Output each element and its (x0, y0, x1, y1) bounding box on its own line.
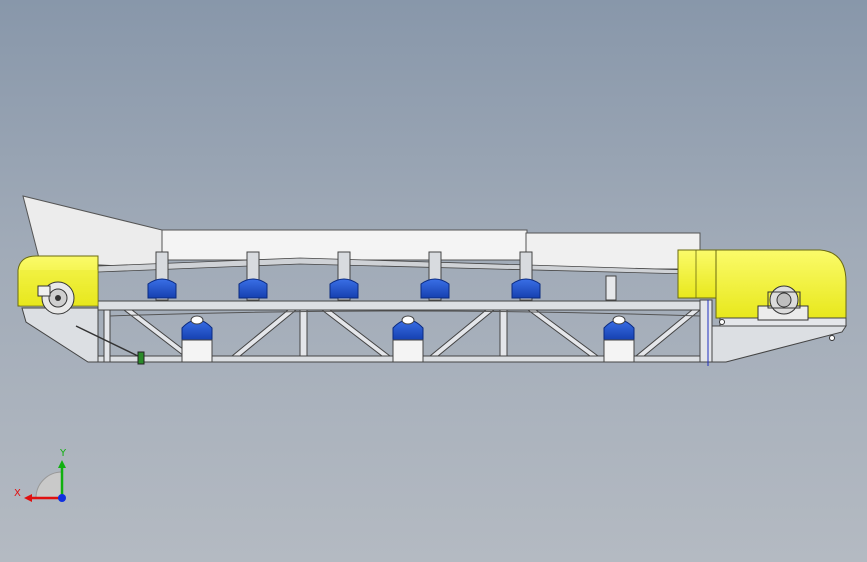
upper-idler (147, 251, 177, 301)
frame-top-chord (97, 300, 711, 311)
tail-pulley (37, 281, 75, 315)
coordinate-triad: X Y (14, 448, 67, 502)
lower-idler (603, 315, 635, 363)
tail-frame (21, 307, 99, 363)
y-axis-label: Y (59, 448, 67, 459)
lower-idler (181, 315, 213, 363)
x-axis-label: X (14, 488, 21, 499)
head-frame-bolt (719, 319, 725, 325)
take-up-anchor (137, 351, 145, 365)
upper-idler (238, 251, 268, 301)
head-frame (711, 325, 847, 363)
belt-return-side (109, 310, 701, 317)
support-post (605, 275, 617, 301)
upper-idler (511, 251, 541, 301)
head-pulley-bearing (757, 285, 809, 321)
z-axis-dot (58, 494, 66, 502)
upper-idler (420, 251, 450, 301)
skirt-board-end (525, 232, 701, 270)
discharge-hood (677, 249, 717, 299)
lower-idler (392, 315, 424, 363)
upper-idler (329, 251, 359, 301)
take-up-rod (75, 325, 143, 359)
head-pulley-guard (715, 249, 847, 319)
head-frame-bolt (829, 335, 835, 341)
frame-truss (103, 299, 713, 363)
triad-xy-plane (35, 471, 63, 499)
